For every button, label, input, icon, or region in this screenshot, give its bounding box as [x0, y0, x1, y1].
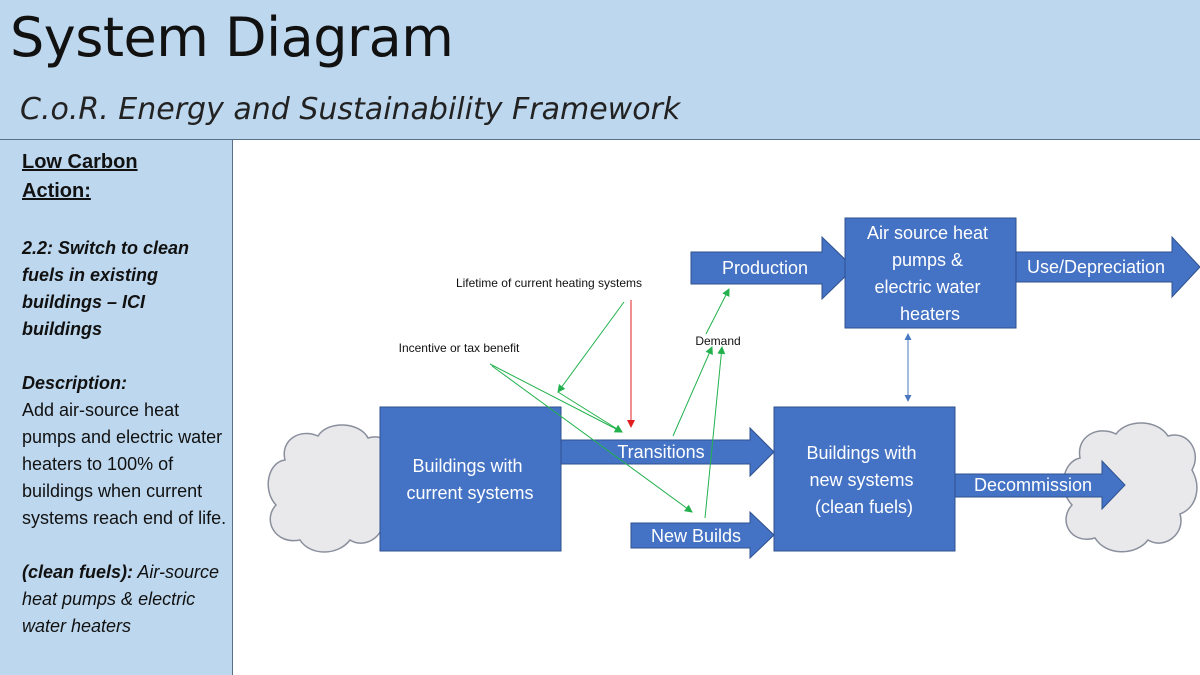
- sidebar-panel: Low Carbon Action: 2.2: Switch to clean …: [0, 140, 233, 675]
- description-label: Description:: [22, 373, 128, 393]
- heat-pumps-label: Air source heat pumps & electric water h…: [867, 223, 993, 324]
- production-label: Production: [722, 258, 808, 278]
- action-title: 2.2: Switch to clean fuels in existing b…: [22, 238, 190, 339]
- page-title: System Diagram: [10, 6, 454, 69]
- new-systems-box: [773, 406, 956, 552]
- production-arrow: [690, 235, 855, 301]
- clean-fuels-text: Air-source heat pumps & electric water h…: [22, 562, 220, 636]
- source-cloud: [267, 424, 398, 553]
- header-banner: System Diagram C.o.R. Energy and Sustain…: [0, 0, 1200, 140]
- demand-label: Demand: [695, 334, 740, 348]
- new-builds-label: New Builds: [651, 526, 741, 546]
- new-builds-link-demand: [704, 346, 726, 519]
- heat-pumps-box: [844, 217, 1017, 329]
- system-diagram: Buildings with current systems Buildings…: [267, 217, 1200, 560]
- decommission-label: Decommission: [974, 475, 1092, 495]
- current-systems-box: [379, 406, 562, 552]
- clean-fuels-note: (clean fuels): Air-source heat pumps & e…: [22, 559, 222, 640]
- new-builds-arrow: [630, 510, 775, 560]
- transitions-arrow: [560, 426, 775, 478]
- use-depreciation-label: Use/Depreciation: [1027, 257, 1165, 277]
- lifetime-link-to-stock: [557, 301, 625, 393]
- page-subtitle: C.o.R. Energy and Sustainability Framewo…: [20, 92, 681, 127]
- stock-link-to-transitions: [557, 391, 623, 433]
- lifetime-label: Lifetime of current heating systems: [456, 276, 642, 290]
- decommission-arrow: [954, 459, 1126, 511]
- description-text: Add air-source heat pumps and electric w…: [22, 400, 227, 528]
- current-systems-label: Buildings with current systems: [406, 456, 533, 503]
- incentive-link-transitions: [489, 363, 623, 433]
- demand-link-production: [705, 288, 730, 335]
- clean-fuels-label: (clean fuels):: [22, 562, 134, 582]
- new-systems-label: Buildings with new systems (clean fuels): [806, 443, 921, 517]
- incentive-label: Incentive or tax benefit: [399, 341, 520, 355]
- incentive-link-new-builds: [491, 365, 693, 513]
- low-carbon-action-heading: Low Carbon Action:: [22, 151, 138, 202]
- use-depreciation-arrow: [1004, 235, 1200, 299]
- transitions-link-demand: [672, 346, 713, 437]
- transitions-label: Transitions: [617, 442, 704, 462]
